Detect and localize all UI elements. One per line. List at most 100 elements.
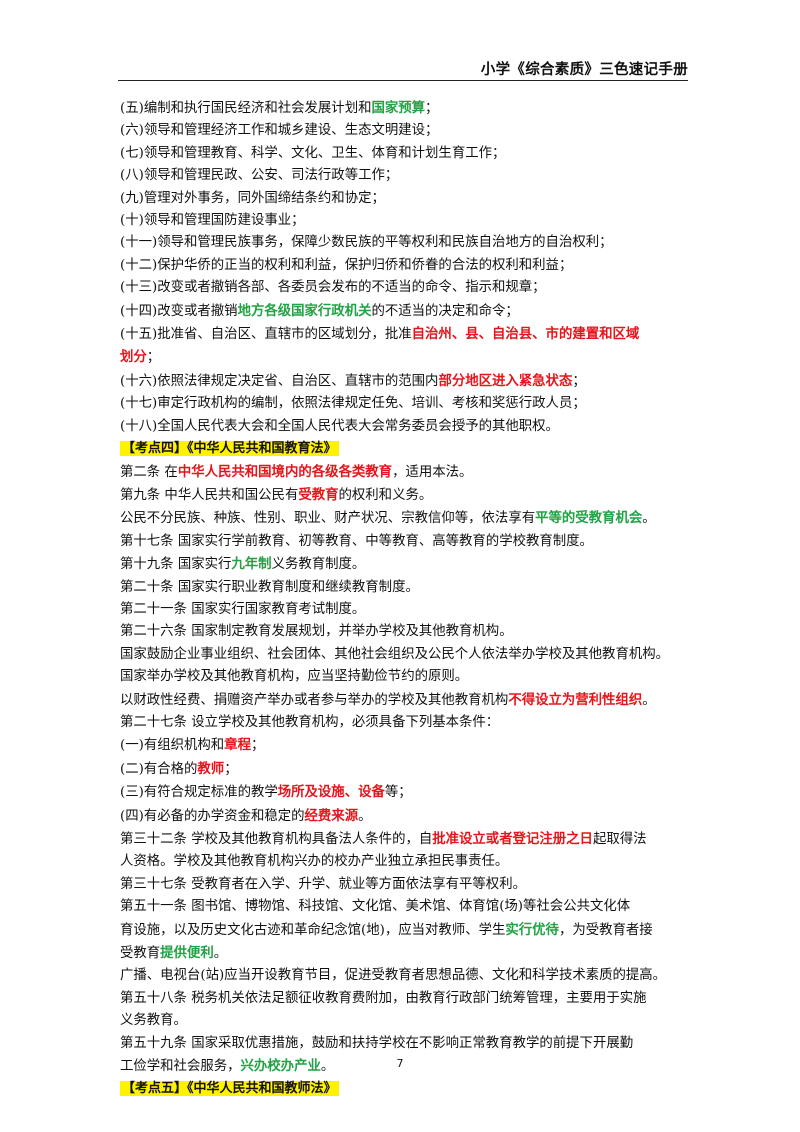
text-segment: 第三十二条 学校及其他教育机构具备法人条件的，自: [120, 832, 433, 847]
text-line: 【考点五】《中华人民共和国教师法》: [120, 1078, 692, 1100]
emphasis-green: 国家预算: [371, 100, 426, 116]
section-heading: 【考点五】《中华人民共和国教师法》: [120, 1081, 339, 1097]
text-line: 以财政性经费、捐赠资产举办或者参与举办的学校及其他教育机构不得设立为营利性组织。: [120, 689, 692, 712]
text-line: 公民不分民族、种族、性别、职业、财产状况、宗教信仰等，依法享有平等的受教育机会。: [120, 507, 692, 530]
page-number: 7: [396, 1057, 404, 1070]
text-line: (十一)领导和管理民族事务，保障少数民族的平等权利和民族自治地方的自治权利；: [120, 232, 692, 254]
text-line: (十二)保护华侨的正当的权利和利益，保护归侨和侨眷的合法的权利和利益；: [120, 255, 692, 277]
text-segment: (十八)全国人民代表大会和全国人民代表大会常务委员会授予的其他职权。: [120, 418, 559, 434]
text-segment: 。: [320, 1059, 335, 1075]
text-line: 第五十一条 图书馆、博物馆、科技馆、文化馆、美术馆、体育馆(场)等社会公共文化体: [120, 896, 692, 918]
text-line: (十)领导和管理国防建设事业；: [120, 210, 692, 232]
text-segment: 第二十六条 国家制定教育发展规划，并举办学校及其他教育机构。: [120, 624, 513, 640]
text-segment: 国家鼓励企业事业组织、社会团体、其他社会组织及公民个人依法举办学校及其他教育机构…: [120, 646, 670, 662]
text-line: 第十九条 国家实行九年制义务教育制度。: [120, 553, 692, 576]
text-segment: (十四)改变或者撤销: [120, 303, 238, 319]
text-line: (十四)改变或者撤销地方各级国家行政机关的不适当的决定和命令；: [120, 300, 692, 323]
text-line: (七)领导和管理教育、科学、文化、卫生、体育和计划生育工作；: [120, 143, 692, 165]
text-segment: (四)有必备的办学资金和稳定的: [120, 808, 305, 824]
section-heading: 【考点四】《中华人民共和国教育法》: [120, 441, 339, 457]
text-line: 育设施，以及历史文化古迹和革命纪念馆(地)，应当对教师、学生实行优待，为受教育者…: [120, 919, 692, 942]
emphasis-red: 经费来源: [304, 807, 359, 824]
text-segment: 第五十九条 国家采取优惠措施，鼓励和扶持学校在不影响正常教育教学的前提下开展勤: [120, 1035, 634, 1051]
text-segment: ；: [572, 373, 586, 389]
text-line: 第九条 中华人民共和国公民有受教育的权利和义务。: [120, 484, 692, 507]
text-line: 第二条 在中华人民共和国境内的各级各类教育，适用本法。: [120, 461, 692, 484]
text-line: (四)有必备的办学资金和稳定的经费来源。: [120, 805, 692, 828]
text-segment: ；: [250, 738, 265, 754]
text-segment: 第九条 中华人民共和国公民有: [120, 487, 299, 503]
text-segment: (七)领导和管理教育、科学、文化、卫生、体育和计划生育工作；: [120, 145, 506, 161]
text-line: 第二十一条 国家实行国家教育考试制度。: [120, 599, 692, 621]
text-segment: 义务教育。: [120, 1013, 187, 1029]
text-segment: 第二十条 国家实行职业教育制度和继续教育制度。: [120, 579, 419, 595]
text-line: 第二十六条 国家制定教育发展规划，并举办学校及其他教育机构。: [120, 621, 692, 643]
text-line: (十三)改变或者撤销各部、各委员会发布的不适当的命令、指示和规章；: [120, 277, 692, 299]
text-segment: 国家举办学校及其他教育机构，应当坚持勤俭节约的原则。: [120, 669, 469, 685]
text-segment: 公民不分民族、种族、性别、职业、财产状况、宗教信仰等，依法享有: [120, 511, 536, 527]
text-segment: 受教育: [120, 946, 161, 962]
text-line: (十六)依照法律规定决定省、自治区、直辖市的范围内部分地区进入紧急状态；: [120, 370, 692, 393]
text-line: (一)有组织机构和章程；: [120, 734, 692, 757]
text-segment: 第十九条 国家实行: [120, 557, 232, 573]
text-segment: (二)有合格的: [120, 761, 198, 777]
text-line: 划分；: [120, 346, 692, 369]
emphasis-green: 平等的受教育机会: [535, 510, 643, 527]
text-segment: 。: [642, 511, 656, 527]
text-segment: 。: [642, 692, 656, 708]
text-segment: ，为受教育者接: [558, 922, 653, 938]
emphasis-red: 教师: [197, 760, 225, 777]
text-segment: (十七)审定行政机构的编制，依照法律规定任免、培训、考核和奖惩行政人员；: [120, 396, 586, 412]
emphasis-red: 中华人民共和国境内的各级各类教育: [177, 463, 393, 480]
text-segment: (五)编制和执行国民经济和社会发展计划和: [120, 101, 372, 116]
text-segment: (十二)保护华侨的正当的权利和利益，保护归侨和侨眷的合法的权利和利益；: [120, 257, 573, 273]
emphasis-red: 不得设立为营利性组织: [508, 691, 643, 708]
text-segment: 广播、电视台(站)应当开设教育节目，促进受教育者思想品德、文化和科学技术素质的提…: [120, 968, 667, 984]
text-segment: 第十七条 国家实行学前教育、初等教育、中等教育、高等教育的学校教育制度。: [120, 533, 593, 549]
text-segment: ；: [146, 350, 161, 366]
text-segment: 的不适当的决定和命令；: [371, 303, 519, 319]
text-line: 第二十七条 设立学校及其他教育机构，必须具备下列基本条件：: [120, 712, 692, 734]
text-segment: 第二十一条 国家实行国家教育考试制度。: [120, 601, 366, 617]
text-segment: (八)领导和管理民政、公安、司法行政等工作；: [120, 168, 399, 184]
text-segment: (九)管理对外事务，同外国缔结条约和协定；: [120, 190, 385, 206]
text-segment: 第三十七条 受教育者在入学、升学、就业等方面依法享有平等权利。: [120, 876, 526, 892]
text-line: 工俭学和社会服务，兴办校办产业。: [120, 1055, 692, 1078]
text-line: 第十七条 国家实行学前教育、初等教育、中等教育、高等教育的学校教育制度。: [120, 531, 692, 553]
text-line: (十五)批准省、自治区、直辖市的区域划分，批准自治州、县、自治县、市的建置和区域: [120, 323, 692, 346]
text-segment: (一)有组织机构和: [120, 738, 225, 754]
text-segment: 以财政性经费、捐赠资产举办或者参与举办的学校及其他教育机构: [120, 692, 509, 708]
text-line: 【考点四】《中华人民共和国教育法》: [120, 438, 692, 460]
text-segment: (十六)依照法律规定决定省、自治区、直辖市的范围内: [120, 373, 439, 389]
text-line: (二)有合格的教师；: [120, 758, 692, 781]
text-line: (九)管理对外事务，同外国缔结条约和协定；: [120, 188, 692, 210]
text-line: 受教育提供便利。: [120, 942, 692, 965]
emphasis-green: 地方各级国家行政机关: [237, 302, 372, 319]
text-segment: 。: [213, 946, 228, 962]
text-segment: 。: [358, 808, 372, 824]
text-line: (十八)全国人民代表大会和全国人民代表大会常务委员会授予的其他职权。: [120, 416, 692, 438]
text-line: (三)有符合规定标准的教学场所及设施、设备等；: [120, 781, 692, 804]
emphasis-green: 提供便利: [160, 945, 214, 962]
text-line: 人资格。学校及其他教育机构兴办的校办产业独立承担民事责任。: [120, 851, 692, 873]
text-line: 第二十条 国家实行职业教育制度和继续教育制度。: [120, 577, 692, 599]
text-segment: ；: [425, 101, 439, 116]
text-line: 第三十七条 受教育者在入学、升学、就业等方面依法享有平等权利。: [120, 874, 692, 896]
text-segment: 起取得法: [592, 832, 647, 847]
emphasis-red: 批准设立或者登记注册之日: [432, 831, 593, 847]
text-segment: (三)有符合规定标准的教学: [120, 785, 278, 801]
text-segment: (十三)改变或者撤销各部、各委员会发布的不适当的命令、指示和规章；: [120, 280, 546, 296]
text-segment: (六)领导和管理经济工作和城乡建设、生态文明建设；: [120, 123, 439, 139]
document-body: (五)编制和执行国民经济和社会发展计划和国家预算；(六)领导和管理经济工作和城乡…: [120, 97, 692, 1101]
emphasis-green: 兴办校办产业: [240, 1058, 321, 1075]
text-line: (六)领导和管理经济工作和城乡建设、生态文明建设；: [120, 120, 692, 142]
text-segment: 第五十一条 图书馆、博物馆、科技馆、文化馆、美术馆、体育馆(场)等社会公共文化体: [120, 899, 631, 915]
emphasis-red: 划分: [120, 349, 147, 366]
text-segment: 工俭学和社会服务，: [120, 1059, 241, 1075]
text-segment: 义务教育制度。: [271, 557, 366, 573]
text-line: 国家鼓励企业事业组织、社会团体、其他社会组织及公民个人依法举办学校及其他教育机构…: [120, 644, 692, 666]
text-segment: 第二条 在: [120, 464, 178, 480]
emphasis-green: 实行优待: [505, 921, 559, 938]
text-line: 义务教育。: [120, 1010, 692, 1032]
text-line: 广播、电视台(站)应当开设教育节目，促进受教育者思想品德、文化和科学技术素质的提…: [120, 965, 692, 987]
